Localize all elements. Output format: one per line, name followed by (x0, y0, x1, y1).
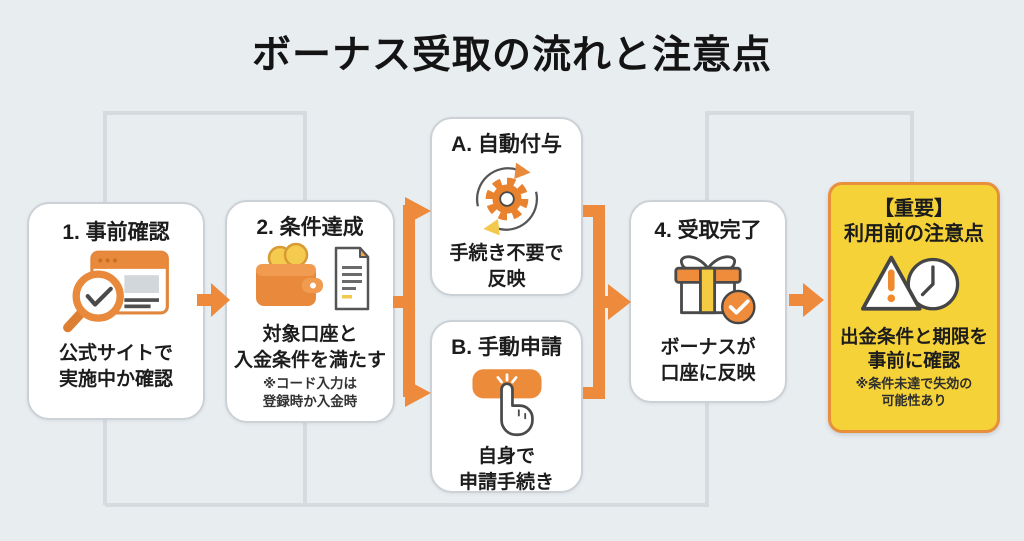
step-box-2: 2. 条件達成 対象口座と 入金条件を満たす ※コード入力は 登録時か入金時 (225, 200, 395, 423)
wallet-document-icon (250, 242, 370, 320)
stepB-description: 自身で 申請手続き (458, 446, 554, 493)
step2-note: ※コード入力は 登録時か入金時 (262, 376, 358, 410)
step-box-a: A. 自動付与 手続き不要で 反映 (430, 117, 583, 296)
step-box-1: 1. 事前確認 公式サイトで 実施中か確認 (27, 202, 205, 420)
step-box-b: B. 手動申請 自身で 申請手続き (430, 320, 583, 493)
page-title: ボーナス受取の流れと注意点 (251, 34, 772, 77)
step-box-4: 4. 受取完了 ボーナスが 口座に反映 (629, 200, 787, 403)
clock-icon (906, 257, 960, 311)
warning-title: 【重要】 利用前の注意点 (844, 198, 984, 245)
step1-title: 1. 事前確認 (62, 221, 170, 244)
step2-description: 対象口座と 入金条件を満たす (233, 324, 386, 371)
step1-description: 公式サイトで 実施中か確認 (58, 343, 173, 390)
warning-note: ※条件未達で失効の 可能性あり (855, 376, 973, 408)
step4-title: 4. 受取完了 (654, 219, 762, 242)
stepA-description: 手続き不要で 反映 (449, 243, 564, 290)
warning-description: 出金条件と期限を 事前に確認 (839, 326, 988, 372)
auto-grant-gear-icon (467, 159, 547, 239)
gift-received-icon (655, 247, 761, 331)
manual-click-icon (461, 362, 553, 442)
warning-icons (856, 250, 972, 322)
step4-description: ボーナスが 口座に反映 (660, 337, 756, 384)
step2-title: 2. 条件達成 (256, 216, 364, 239)
warning-triangle-icon (860, 255, 922, 311)
stepA-title: A. 自動付与 (451, 133, 562, 156)
stepB-title: B. 手動申請 (451, 336, 562, 359)
search-browser-icon (58, 249, 174, 337)
warning-box: 【重要】 利用前の注意点 出金条件と期限を 事前に確認 ※条件未達で失効の 可能… (828, 182, 1000, 433)
